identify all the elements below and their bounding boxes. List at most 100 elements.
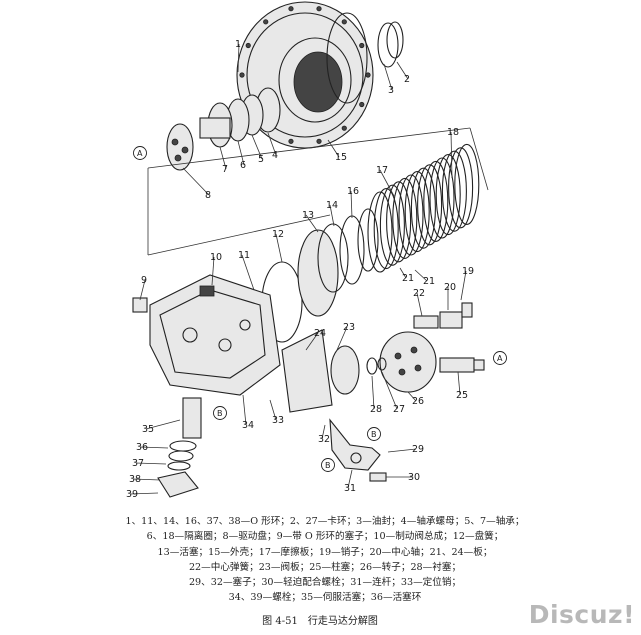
legend-line: 6、18—隔离圈；8—驱动盘；9—带 O 形环的塞子；10—制动阀总成；12—盘… — [146, 531, 504, 543]
callout-number: 15 — [335, 152, 347, 163]
callout-leader-line — [396, 61, 409, 80]
reference-circle — [493, 351, 507, 365]
callout-leader-line — [450, 131, 453, 179]
callout-leader-line — [329, 204, 335, 227]
friction-plate-pack — [367, 143, 480, 273]
callout-leader-line — [242, 394, 247, 426]
callout-number: 30 — [408, 472, 420, 483]
center-shaft-assembly — [413, 302, 473, 329]
legend-line: 34、39—螺栓；35—伺服活塞；36—活塞环 — [228, 592, 422, 604]
reference-circle — [367, 427, 381, 441]
callout-leader-line — [241, 254, 255, 291]
reference-circle — [133, 146, 147, 160]
reference-letter: A — [137, 149, 143, 158]
callout-leader-line — [219, 146, 227, 170]
callout-number: 29 — [412, 444, 424, 455]
assembly-guide-lines — [147, 127, 489, 256]
callout-number: 20 — [444, 282, 456, 293]
callout-leader-line — [305, 332, 319, 351]
callout-number: 14 — [326, 200, 338, 211]
callout-number: 32 — [318, 434, 330, 445]
legend-line: 22—中心弹簧；23—阀板；25—柱塞；26—转子；28—衬塞； — [188, 561, 462, 573]
callout-leader-line — [383, 63, 393, 91]
callout-leader-line — [381, 371, 398, 410]
callout-leader-line — [321, 424, 326, 440]
callout-leader-line — [269, 399, 277, 421]
servo-piston — [157, 397, 202, 498]
callout-number: 28 — [370, 404, 382, 415]
callout-number: 2 — [404, 74, 410, 85]
legend-line: 1、11、14、16、37、38—O 形环；2、27—卡环；3—油封；4—轴承螺… — [125, 516, 525, 527]
bearing-stack — [166, 87, 281, 171]
callout-number: 7 — [222, 164, 228, 175]
callout-number: 18 — [447, 127, 459, 138]
callout-leader-line — [414, 269, 428, 282]
callout-number: 24 — [314, 328, 326, 339]
callout-number: 27 — [393, 404, 405, 415]
callout-number: 26 — [412, 396, 424, 407]
legend-line: 13—活塞；15—外壳；17—摩擦板；19—销子；20—中心轴；21、24—板； — [157, 546, 493, 558]
reference-letter: B — [325, 461, 331, 470]
callout-leader-line — [305, 214, 319, 233]
callout-number: 21 — [423, 276, 435, 287]
callout-number: 11 — [238, 250, 250, 261]
reference-letter-layer: A A B B B — [133, 146, 507, 472]
callout-number: 23 — [343, 322, 355, 333]
reference-letter: A — [497, 354, 503, 363]
callout-leader-line — [132, 478, 161, 481]
callout-number: 25 — [456, 390, 468, 401]
callout-leader-line — [135, 462, 167, 465]
callout-leader-line — [237, 43, 240, 73]
callout-leader-line — [327, 139, 340, 158]
callout-number: 19 — [462, 266, 474, 277]
callout-number: 5 — [258, 154, 264, 165]
callout-number: 22 — [413, 288, 425, 299]
callout-leader-line — [347, 469, 353, 489]
callout-number: 37 — [132, 458, 144, 469]
callout-leader-line — [275, 233, 283, 263]
brake-valve-body — [132, 274, 281, 396]
callout-number: 34 — [242, 420, 254, 431]
callout-number: 31 — [344, 483, 356, 494]
legend-line: 29、32—塞子；30—轻迫配合螺栓；31—连杆；33—定位销； — [188, 577, 462, 589]
callout-leader-line — [129, 492, 159, 495]
valve-plate-and-rotor — [281, 329, 437, 413]
callout-number: 6 — [240, 160, 246, 171]
callout-leader-line — [379, 169, 395, 197]
callout-leader-line — [182, 167, 210, 196]
seal-and-snap-ring — [377, 21, 404, 68]
callout-number: 36 — [136, 442, 148, 453]
callout-number: 33 — [272, 415, 284, 426]
callout-number: 1 — [235, 39, 241, 50]
figure-caption: 图 4-51 行走马达分解图 — [262, 616, 378, 627]
callout-leader-line — [350, 190, 353, 219]
callout-number: 9 — [141, 275, 147, 286]
reference-circle — [321, 458, 335, 472]
callout-leader-line — [267, 132, 277, 156]
callout-number: 4 — [272, 150, 278, 161]
callout-number: 38 — [129, 474, 141, 485]
callout-leader-line — [145, 419, 181, 430]
callout-number: 3 — [388, 85, 394, 96]
callout-leader-line — [407, 391, 417, 402]
callout-leader-line — [139, 446, 169, 449]
callout-leader-line — [251, 134, 263, 160]
callout-number: 13 — [302, 210, 314, 221]
plunger — [439, 357, 485, 373]
callout-number: 12 — [272, 229, 284, 240]
callout-leader-line — [416, 292, 423, 317]
callout-leader-line — [139, 279, 146, 301]
reference-circle — [213, 406, 227, 420]
reference-letter: B — [371, 430, 377, 439]
callout-leader-line — [457, 371, 461, 396]
callout-leader-line — [460, 270, 467, 301]
reference-letter: B — [217, 409, 223, 418]
callout-leader-line — [399, 267, 407, 279]
watermark: Discuz! — [528, 600, 635, 629]
callout-number: 10 — [210, 252, 222, 263]
callout-leader-line — [371, 375, 375, 410]
callout-number: 21 — [402, 273, 414, 284]
callout-leader-line — [387, 448, 417, 453]
